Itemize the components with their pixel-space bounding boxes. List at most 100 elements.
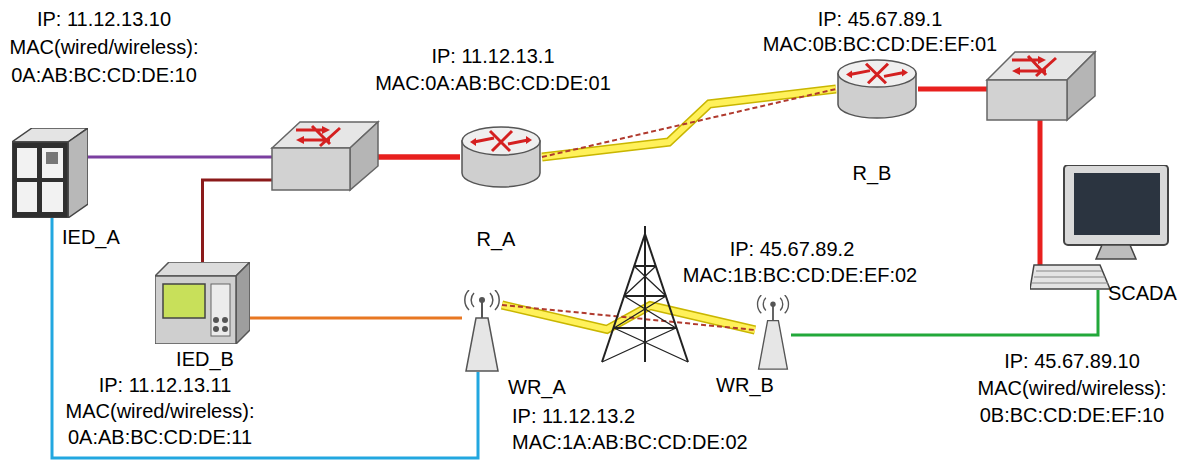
device-label: IP: 11.12.13.1 [431,45,554,67]
wire-line [52,218,478,458]
router-icon-part [850,64,904,83]
router-icon-part [474,131,528,151]
workstation-icon-part [1064,165,1168,245]
antenna-icon-part [770,301,775,306]
device-label: 0B:BC:CD:DE:EF:10 [980,404,1165,426]
wire-line [502,305,755,330]
antenna-icon [462,290,502,372]
server-icon-part [17,182,37,212]
workstation-icon-part [1038,165,1043,266]
router-icon-part [902,69,908,77]
ied-device-icon-part [163,284,205,318]
switch-icon-part [350,122,378,190]
network-device: IED_BIP: 11.12.13.11MAC(wired/wireless):… [155,262,250,344]
wired-link [791,290,1098,335]
ied-device-icon-part [236,262,250,344]
network-device: WR_AIP: 11.12.13.2MAC:1A:AB:BC:CD:DE:02 [462,290,502,372]
switch-icon [987,52,1095,120]
workstation-icon-part [1074,173,1160,235]
device-label: IED_A [62,226,120,248]
radio-tower-part [602,266,688,362]
network-device: IP: 45.67.89.2MAC:1B:BC:CD:DE:EF:02WR_B [755,295,791,370]
ied-device-icon-part [213,317,219,323]
ied-device-icon-part [155,276,236,344]
device-label: WR_B [716,374,774,396]
workstation-icon [1030,165,1170,290]
network-device: IP: 11.12.13.1MAC:0A:AB:BC:CD:DE:01R_A [460,125,542,189]
device-label: IED_B [176,348,234,370]
ied-device-icon-part [155,262,250,276]
switch-icon-part [322,126,330,134]
antenna-icon-part [758,295,789,313]
router-icon-part [462,127,540,155]
server-icon-part [17,148,37,178]
device-label: MAC:0A:AB:BC:CD:DE:01 [375,72,611,94]
router-icon [836,58,918,120]
device-label: MAC:0B:BC:CD:DE:EF:01 [763,33,998,55]
device-label: 0A:AB:BC:CD:DE:10 [11,64,197,86]
radio-tower-part [602,234,645,362]
device-label: SCADA [1108,282,1177,304]
wire-line [502,305,755,330]
device-label: MAC:1A:AB:BC:CD:DE:02 [512,431,748,453]
switch-icon-part [1012,67,1020,75]
ied-device-icon [155,262,250,344]
server-icon-part [12,142,68,218]
network-device: IP: 45.67.89.1MAC:0B:BC:CD:DE:EF:01R_B [836,58,918,120]
router-icon-part [526,136,532,144]
wired-link [250,318,462,319]
device-label: R_B [853,162,892,184]
network-device: SCADAIP: 45.67.89.10MAC(wired/wireless):… [1030,165,1170,290]
workstation-icon-part [1096,245,1136,259]
antenna-icon-part [759,321,788,369]
device-label: 0A:AB:BC:CD:DE:11 [68,426,252,448]
wireless-link [542,89,836,157]
switch-icon-part [296,126,340,146]
wire-line [791,290,1098,335]
switch-icon [272,122,378,190]
server-icon-part [68,128,88,218]
wire-line [542,89,836,157]
ied-device-icon-part [222,326,228,332]
device-label: IP: 45.67.89.1 [818,8,943,30]
wireless-link [502,305,755,330]
ied-device-icon-part [213,326,219,332]
device-label: MAC(wired/wireless): [978,377,1167,399]
router-icon-part [470,138,476,146]
device-label: IP: 45.67.89.2 [730,238,855,260]
router-icon-part [846,71,852,79]
wire-line [502,305,755,330]
device-label: IP: 45.67.89.10 [1004,350,1140,372]
device-label: IP: 11.12.13.11 [99,374,232,396]
wire-line [542,89,836,157]
wire-line [542,89,836,157]
switch-icon-part [1012,56,1056,76]
router-icon-part [838,60,916,87]
network-device: IP: 11.12.13.10MAC(wired/wireless):0A:AB… [12,128,88,218]
wire-line [250,317,462,320]
radio-tower-part [645,234,688,362]
antenna-icon-part [479,297,485,303]
device-label: MAC(wired/wireless): [66,400,255,422]
radio-tower-part [644,226,646,234]
server-icon-part [42,148,63,178]
antenna-icon-part [465,290,499,310]
device-label: IP: 11.12.13.10 [37,8,171,30]
switch-icon-part [1067,52,1095,120]
switch-icon-part [272,148,350,190]
switch-icon-part [296,136,304,144]
device-label: MAC:1B:BC:CD:DE:EF:02 [683,264,918,286]
wired-link [52,218,478,458]
server-icon-part [46,152,58,164]
ied-device-icon-part [211,284,230,336]
router-icon [460,125,542,189]
radio-tower-part [614,327,676,329]
server-icon-part [42,182,63,212]
antenna-icon-part [466,318,498,371]
workstation-icon-part [1030,265,1110,289]
radio-tower [602,226,688,362]
switch-icon-part [1038,56,1046,64]
device-label: R_A [477,228,516,250]
switch-icon-part [987,80,1067,120]
device-label: MAC(wired/wireless): [10,36,199,58]
